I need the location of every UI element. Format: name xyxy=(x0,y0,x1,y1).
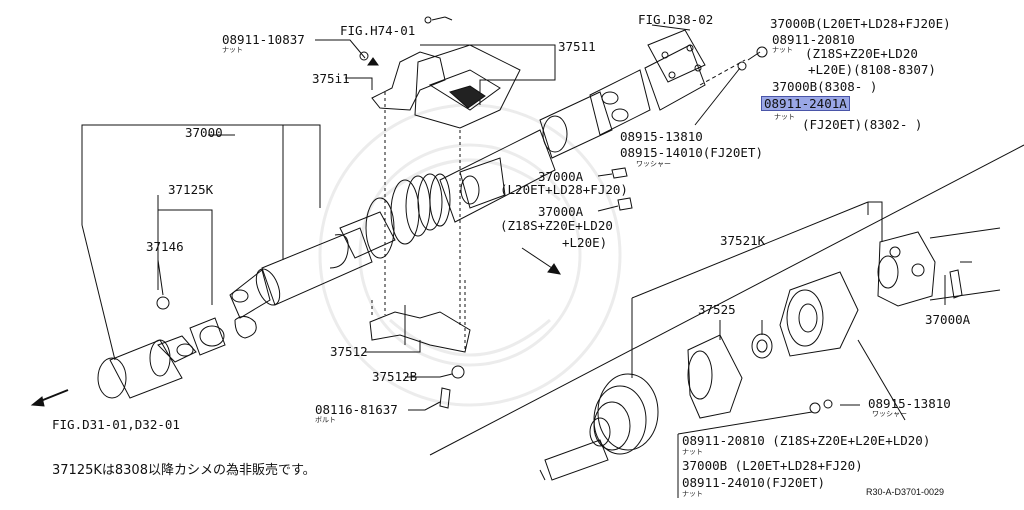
part-37512[interactable]: 37512 xyxy=(330,344,368,359)
part-08915-type: ワッシャー xyxy=(636,160,671,168)
drawing-code: R30-A-D3701-0029 xyxy=(866,487,945,497)
part-37521k[interactable]: 37521K xyxy=(720,233,766,248)
part-37000b-8308[interactable]: 37000B(8308- ) xyxy=(772,79,878,94)
part-08915-13810-b[interactable]: 08915-13810 xyxy=(868,396,951,411)
leader-375i1 xyxy=(345,77,373,90)
watermark xyxy=(318,103,622,407)
direction-arrows xyxy=(30,57,561,407)
part-08116-81637[interactable]: 08116-81637 xyxy=(315,402,398,417)
leader-37000 xyxy=(81,124,321,225)
part-375i1[interactable]: 375i1 xyxy=(312,71,350,86)
universal-joint xyxy=(97,296,257,399)
part-08911-20810-spec1: (Z18S+Z20E+LD20 xyxy=(805,46,918,61)
part-37511[interactable]: 37511 xyxy=(558,39,596,54)
part-37000a-2[interactable]: 37000A xyxy=(538,204,584,219)
bottom-part-line-1-type: ナット xyxy=(682,448,703,456)
part-37125k[interactable]: 37125K xyxy=(168,182,214,197)
fig-ref-h74[interactable]: FIG.H74-01 xyxy=(340,23,416,38)
part-08911-2401a[interactable]: 08911-2401A xyxy=(761,96,850,111)
part-08911-10837-type: ナット xyxy=(222,46,243,54)
part-08911-20810[interactable]: 08911-20810 xyxy=(772,32,855,47)
availability-note: 37125Kは8308以降カシメの為非販売です。 xyxy=(52,463,316,478)
part-37000a-2-spec2: +L20E) xyxy=(562,235,608,250)
part-37000b-l1[interactable]: 37000B(L20ET+LD28+FJ20E) xyxy=(770,16,951,31)
rear-flange-assembly xyxy=(539,201,1001,498)
part-37000[interactable]: 37000 xyxy=(185,125,223,140)
part-37000a-3[interactable]: 37000A xyxy=(925,312,971,327)
part-08915-13810-b-type: ワッシャー xyxy=(872,410,907,418)
part-08911-20810-type: ナット xyxy=(772,46,793,54)
part-37000a-2-spec1: (Z18S+Z20E+LD20 xyxy=(500,218,613,233)
part-37512b[interactable]: 37512B xyxy=(372,369,418,384)
bottom-part-line-2[interactable]: 37000B (L20ET+LD28+FJ20) xyxy=(682,458,863,473)
fig-ref-d31[interactable]: FIG.D31-01,D32-01 xyxy=(52,417,180,432)
part-37525[interactable]: 37525 xyxy=(698,302,736,317)
fig-ref-d38[interactable]: FIG.D38-02 xyxy=(638,12,714,27)
leader-37125k xyxy=(157,195,213,305)
part-37146[interactable]: 37146 xyxy=(146,239,184,254)
bottom-part-line-1[interactable]: 08911-20810 (Z18S+Z20E+L20E+LD20) xyxy=(682,433,931,448)
part-08915-14010[interactable]: 08915-14010(FJ20ET) xyxy=(620,145,763,160)
propeller-shaft xyxy=(229,29,746,319)
part-08911-20810-spec2: +L20E)(8108-8307) xyxy=(808,62,936,77)
leader-37511 xyxy=(420,44,556,105)
leader-37521k xyxy=(868,201,883,242)
part-08116-type: ボルト xyxy=(315,416,336,424)
part-08911-2401a-spec: (FJ20ET)(8302- ) xyxy=(802,117,923,132)
bracket-37512 xyxy=(365,92,471,411)
leader-08911-10837 xyxy=(315,39,366,59)
part-08911-2401a-type: ナット xyxy=(774,113,795,121)
center-bearing-support xyxy=(359,16,521,129)
part-37000a-1[interactable]: 37000A xyxy=(538,169,584,184)
bottom-part-line-3-type: ナット xyxy=(682,490,703,498)
bottom-part-line-3[interactable]: 08911-24010(FJ20ET) xyxy=(682,475,825,490)
part-08915-13810[interactable]: 08915-13810 xyxy=(620,129,703,144)
part-37000a-1-spec: (L20ET+LD28+FJ20) xyxy=(500,182,628,197)
part-08911-10837[interactable]: 08911-10837 xyxy=(222,32,305,47)
section-divider xyxy=(429,144,1024,456)
